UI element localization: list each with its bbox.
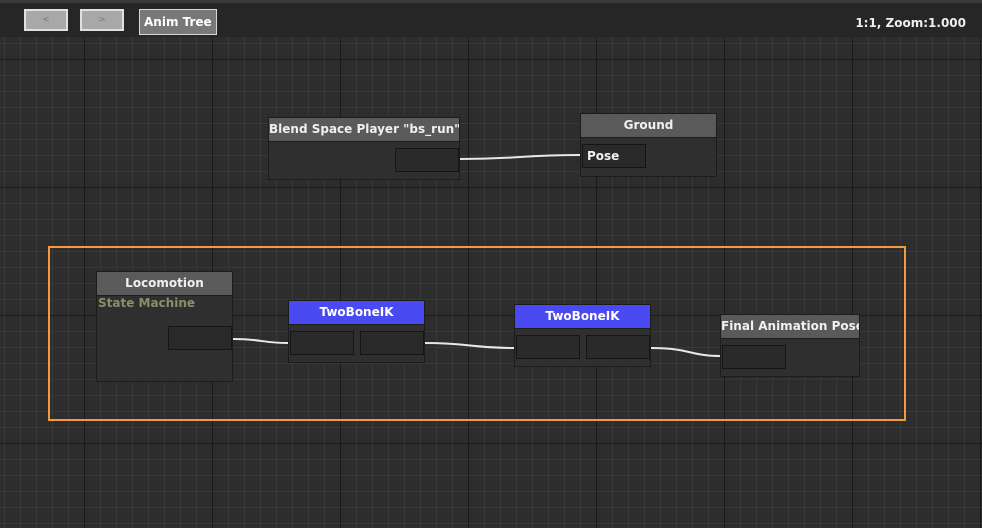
selection-box (48, 246, 906, 421)
output-pin[interactable] (395, 148, 459, 172)
pose-input-pin[interactable]: Pose (582, 144, 646, 168)
output-pin[interactable] (360, 331, 424, 355)
output-pin[interactable] (168, 326, 232, 350)
node-title: TwoBoneIK (289, 301, 424, 325)
ground-node[interactable]: Ground Pose (580, 113, 717, 177)
input-pin[interactable] (516, 335, 580, 359)
node-title: Blend Space Player "bs_run" (269, 118, 459, 142)
back-button[interactable]: < (24, 9, 68, 31)
node-title: Final Animation Pose (721, 315, 859, 339)
blend-space-player-node[interactable]: Blend Space Player "bs_run" (268, 117, 460, 180)
locomotion-node[interactable]: Locomotion State Machine (96, 271, 233, 382)
node-subtitle: State Machine (98, 296, 196, 310)
two-bone-ik-node-2[interactable]: TwoBoneIK (514, 304, 651, 367)
top-toolbar: < > Anim Tree 1:1, Zoom:1.000 (0, 0, 982, 37)
forward-button[interactable]: > (80, 9, 124, 31)
output-pin[interactable] (586, 335, 650, 359)
input-pin[interactable] (722, 345, 786, 369)
node-title: Locomotion (97, 272, 232, 296)
node-title: Ground (581, 114, 716, 138)
anim-tree-tab[interactable]: Anim Tree (139, 9, 217, 35)
graph-canvas[interactable] (0, 37, 982, 528)
two-bone-ik-node-1[interactable]: TwoBoneIK (288, 300, 425, 363)
input-pin[interactable] (290, 331, 354, 355)
zoom-readout: 1:1, Zoom:1.000 (855, 16, 966, 30)
node-title: TwoBoneIK (515, 305, 650, 329)
final-animation-pose-node[interactable]: Final Animation Pose (720, 314, 860, 377)
